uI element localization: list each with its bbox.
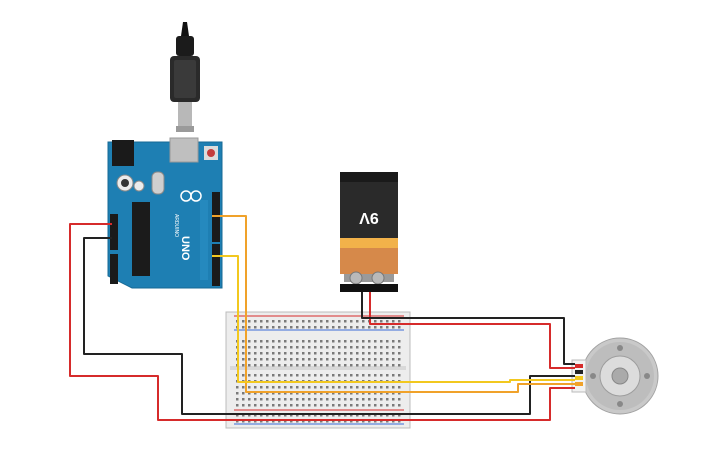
power-jack	[112, 140, 134, 166]
arduino-board[interactable]: UNO ARDUINO	[107, 137, 223, 289]
digital-header	[212, 192, 220, 286]
wire-signal-yellow[interactable]	[212, 255, 575, 383]
breadboard[interactable]	[225, 311, 411, 429]
microcontroller-chip	[132, 202, 150, 276]
wires	[69, 215, 575, 421]
battery-label: 9V	[359, 209, 379, 226]
arduino-brand-label: ARDUINO	[173, 214, 179, 237]
wire-signal-orange[interactable]	[212, 215, 575, 393]
wire-battery-black[interactable]	[361, 292, 575, 365]
wire-gnd-black[interactable]	[83, 237, 575, 415]
power-header	[110, 214, 118, 284]
arduino-uno-label: UNO	[179, 236, 191, 261]
battery-9v[interactable]: 9V	[340, 172, 398, 292]
usb-cable[interactable]	[170, 22, 200, 132]
usb-port	[169, 137, 199, 163]
dc-motor[interactable]	[571, 337, 659, 415]
breadboard-holes	[236, 320, 401, 423]
center-channel	[230, 366, 406, 370]
arduino-logo	[180, 190, 202, 202]
wire-5v-red[interactable]	[69, 223, 575, 421]
